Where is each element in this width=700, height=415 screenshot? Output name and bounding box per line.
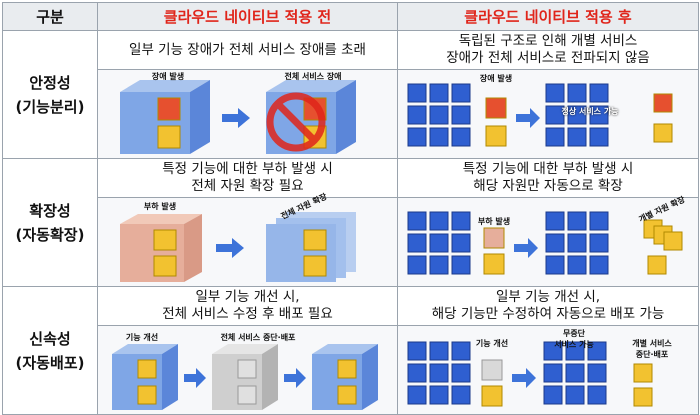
header-before: 클라우드 네이티브 적용 전 (97, 2, 398, 31)
monolith-fault-diagram (120, 80, 356, 154)
msa-deploy-diagram (407, 341, 653, 407)
row-scalability-img: 부하 발생 전체 자원 확장 (3, 192, 699, 287)
arrow-icon (284, 368, 306, 388)
category-subtitle: (자동배포) (15, 353, 85, 372)
header-after: 클라우드 네이티브 적용 후 (397, 2, 699, 31)
arrow-icon (222, 108, 250, 128)
desc-line: 특정 기능에 대한 부하 발생 시 (462, 161, 634, 177)
msa-fault-diagram (407, 83, 673, 147)
before-desc: 일부 기능 장애가 전체 서비스 장애를 초래 (97, 30, 398, 70)
category-title: 확장성 (29, 201, 71, 220)
category-subtitle: (기능분리) (15, 97, 85, 116)
row-agility-desc: 신속성 (자동배포) 일부 기능 개선 시, 전체 서비스 수정 후 배포 필요… (2, 286, 699, 415)
header-category: 구분 (2, 2, 98, 31)
msa-scale-diagram (407, 211, 683, 275)
row-agility-img: 기능 개선 전체 서비스 중단·배포 (3, 325, 699, 415)
desc-line: 전체 자원 확장 필요 (191, 178, 304, 194)
fault-label: 장애 발생 (151, 72, 185, 81)
desc-line: 독립된 구조로 인해 개별 서비스 (458, 33, 638, 49)
category-scalability: 확장성 (자동확장) (2, 158, 98, 287)
before-diagram-scalability: 부하 발생 전체 자원 확장 (97, 192, 398, 287)
after-diagram-agility: 기능 개선 무중단 서비스 가능 개별 서비스 중단·배포 (397, 325, 699, 415)
category-title: 신속성 (29, 329, 71, 348)
cube-top (120, 80, 210, 92)
monolith-deploy-diagram (112, 344, 378, 410)
fault-label: 장애 발생 (479, 74, 513, 83)
after-desc: 특정 기능에 대한 부하 발생 시 해당 자원만 자동으로 확장 (397, 158, 699, 198)
arrow-icon (516, 108, 540, 128)
arrow-icon (512, 368, 536, 388)
before-desc: 일부 기능 개선 시, 전체 서비스 수정 후 배포 필요 (97, 286, 398, 326)
category-stability: 안정성 (기능분리) (2, 30, 98, 159)
desc-line: 전체 서비스 수정 후 배포 필요 (162, 306, 333, 322)
auth-box (157, 97, 181, 121)
monolith-scale-diagram (120, 212, 356, 282)
category-agility: 신속성 (자동배포) (2, 286, 98, 415)
improve-label: 기능 개선 (125, 333, 159, 342)
halt-label: 전체 서비스 중단·배포 (220, 333, 296, 342)
no-halt-label: 무중단 서비스 가능 (554, 329, 594, 349)
desc-line: 일부 기능 장애가 전체 서비스 장애를 초래 (129, 41, 366, 58)
load-label: 부하 발생 (477, 217, 511, 226)
after-diagram-scalability: 부하 발생 개별 자원 확장 (397, 195, 699, 287)
before-diagram-stability: 장애 발생 전체 서비스 장애 (97, 69, 398, 159)
total-fault-label: 전체 서비스 장애 (284, 72, 342, 81)
normal-service-label: 정상 서비스 가능 (561, 107, 619, 116)
desc-line: 일부 기능 개선 시, (195, 289, 300, 305)
cube-side (190, 80, 210, 154)
scaled-service-boxes (643, 219, 683, 275)
arrow-icon (514, 238, 538, 258)
svc-box (157, 125, 181, 149)
category-subtitle: (자동확장) (15, 225, 85, 244)
before-desc: 특정 기능에 대한 부하 발생 시 전체 자원 확장 필요 (97, 158, 398, 198)
desc-line: 해당 기능만 수정하여 자동으로 배포 가능 (431, 306, 665, 322)
before-diagram-agility: 기능 개선 전체 서비스 중단·배포 (97, 325, 398, 415)
prohibited-icon (266, 92, 326, 152)
improve-label: 기능 개선 (475, 339, 509, 348)
row-stability-desc: 안정성 (기능분리) 일부 기능 장애가 전체 서비스 장애를 초래 독립된 구… (2, 30, 699, 159)
header-row: 구분 클라우드 네이티브 적용 전 클라우드 네이티브 적용 후 (2, 2, 699, 31)
after-desc: 일부 기능 개선 시, 해당 기능만 수정하여 자동으로 배포 가능 (397, 286, 699, 326)
arrow-icon (184, 368, 206, 388)
individual-deploy-label: 개별 서비스 중단·배포 (632, 339, 672, 359)
after-diagram-stability: 장애 발생 정상 서비스 가능 (397, 69, 699, 159)
desc-line: 특정 기능에 대한 부하 발생 시 (162, 161, 333, 177)
after-desc: 독립된 구조로 인해 개별 서비스 장애가 전체 서비스로 전파되지 않음 (397, 30, 699, 70)
desc-line: 일부 기능 개선 시, (495, 289, 601, 305)
row-scalability-desc: 확장성 (자동확장) 특정 기능에 대한 부하 발생 시 전체 자원 확장 필요… (2, 158, 699, 287)
row-stability-img: 장애 발생 전체 서비스 장애 (3, 69, 699, 159)
desc-line: 해당 자원만 자동으로 확장 (473, 178, 623, 194)
desc-line: 장애가 전체 서비스로 전파되지 않음 (446, 50, 650, 66)
load-label: 부하 발생 (143, 202, 177, 211)
arrow-icon (216, 238, 244, 258)
category-title: 안정성 (29, 73, 71, 92)
blue-cube-cluster (407, 83, 471, 147)
